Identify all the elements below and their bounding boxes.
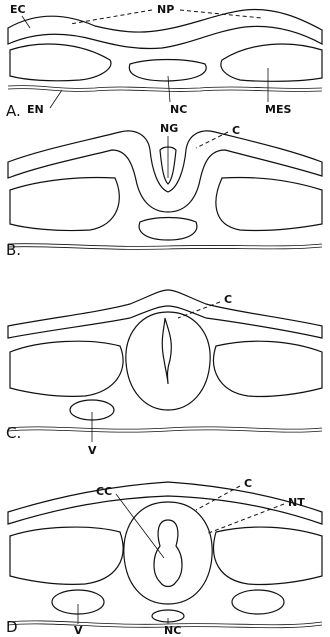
label-nc-d: NC <box>164 624 181 637</box>
notochord-b <box>139 218 197 241</box>
panel-label-a: A. <box>6 102 21 120</box>
label-c-b: C <box>232 124 240 137</box>
endoderm-b <box>8 244 322 247</box>
label-ec: EC <box>10 3 26 16</box>
label-ng: NG <box>160 122 178 135</box>
label-v-c: V <box>88 444 97 457</box>
central-canal-d <box>154 520 182 587</box>
label-np: NP <box>157 3 174 16</box>
neural-canal-c <box>162 318 171 384</box>
panel-label-b: B. <box>6 241 21 259</box>
label-mes: MES <box>265 103 291 116</box>
surface-ectoderm-d <box>8 482 322 524</box>
label-nt: NT <box>288 496 305 509</box>
mesoderm-right-d <box>214 527 322 584</box>
mesoderm-right <box>221 44 322 81</box>
mesoderm-left <box>10 44 111 81</box>
endoderm-c <box>8 427 322 429</box>
label-c-d: C <box>244 477 252 490</box>
mesoderm-right-b <box>216 178 322 231</box>
label-en: EN <box>27 103 44 116</box>
label-c-c: C <box>224 293 232 306</box>
panel-c: C V C. <box>6 290 322 457</box>
label-cc: CC <box>96 485 112 498</box>
mesoderm-left-c <box>10 341 123 396</box>
neural-fold <box>8 131 322 212</box>
mesoderm-left-d <box>10 527 123 584</box>
neural-tube-d <box>124 502 212 604</box>
panel-d: CC C NT V NC D <box>6 477 322 637</box>
mesoderm-left-b <box>10 178 119 231</box>
panel-b: NG C B. <box>6 122 322 259</box>
mesoderm-right-c <box>214 341 322 396</box>
endoderm-a <box>8 86 322 89</box>
surface-ectoderm-c <box>8 290 322 338</box>
vessel-d-right <box>232 590 284 614</box>
panel-a: EC NP EN NC MES A. <box>6 3 322 120</box>
label-nc-a: NC <box>170 103 187 116</box>
panel-label-d: D <box>6 618 18 636</box>
label-v-d: V <box>74 624 83 637</box>
panel-label-c: C. <box>6 424 21 442</box>
